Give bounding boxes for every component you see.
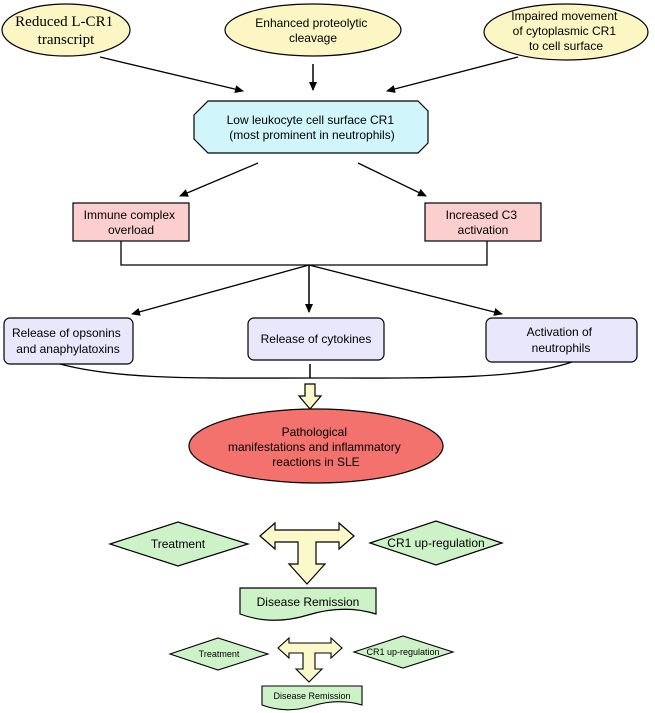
treatment-small-node: [168, 637, 270, 671]
cause-impaired-movement-label: Impaired movement of cytoplasmic CR1 to …: [511, 9, 620, 53]
cause-proteolytic-cleavage-label: Enhanced proteolytic cleavage: [255, 16, 370, 45]
treatment-small-label: Treatment: [199, 649, 240, 659]
cytokines-node: [247, 317, 385, 361]
pathological-node: [188, 408, 444, 484]
arrow-impaired-to-low-cr1: [386, 56, 519, 93]
opsonins-label: Release of opsonins and anaphylatoxins: [12, 326, 124, 356]
block-arrow-to-pathological: [297, 383, 323, 410]
c3-activation-label: Increased C3 activation: [446, 208, 521, 237]
connector-merge-mediators: [59, 361, 573, 379]
immune-complex-node: [72, 202, 190, 242]
pathological-label: Pathological manifestations and inflamma…: [228, 425, 404, 469]
disease-remission-small-node: [261, 685, 363, 711]
opsonins-node: [3, 317, 134, 365]
treatment-large-label: Treatment: [151, 537, 206, 551]
cr1-upregulation-large-node: [368, 520, 504, 566]
c3-activation-node: [424, 202, 542, 242]
cr1-upregulation-small-node: [352, 635, 455, 669]
cause-proteolytic-cleavage-node: [224, 3, 402, 57]
disease-remission-large-label: Disease Remission: [257, 595, 360, 609]
arrow-low-cr1-to-immune-complex: [179, 162, 259, 197]
cr1-upregulation-large-label: CR1 up-regulation: [387, 536, 484, 550]
treatment-large-node: [108, 521, 251, 567]
neutrophils-label: Activation of neutrophils: [527, 325, 596, 355]
cytokines-label: Release of cytokines: [261, 332, 372, 346]
cr1-upregulation-small-label: CR1 up-regulation: [366, 647, 439, 657]
t-block-arrow-small: [277, 636, 343, 683]
connector-bracket-consequences: [120, 241, 488, 266]
arrow-to-opsonins: [131, 264, 310, 316]
low-surface-cr1-node: [193, 100, 429, 154]
cause-reduced-transcript-node: [1, 3, 131, 57]
arrow-to-neutrophils: [308, 264, 503, 316]
arrow-transcript-to-low-cr1: [99, 56, 244, 94]
cause-reduced-transcript-label: Reduced L-CR1 transcript: [15, 14, 117, 48]
immune-complex-label: Immune complex overload: [84, 208, 179, 237]
t-block-arrow-large: [259, 521, 355, 585]
cause-impaired-movement-node: [483, 3, 649, 61]
arrow-low-cr1-to-c3: [357, 162, 427, 197]
disease-remission-small-label: Disease Remission: [273, 691, 350, 701]
neutrophils-node: [485, 317, 638, 363]
disease-remission-large-node: [239, 587, 377, 621]
low-surface-cr1-label: Low leukocyte cell surface CR1 (most pro…: [227, 113, 398, 142]
